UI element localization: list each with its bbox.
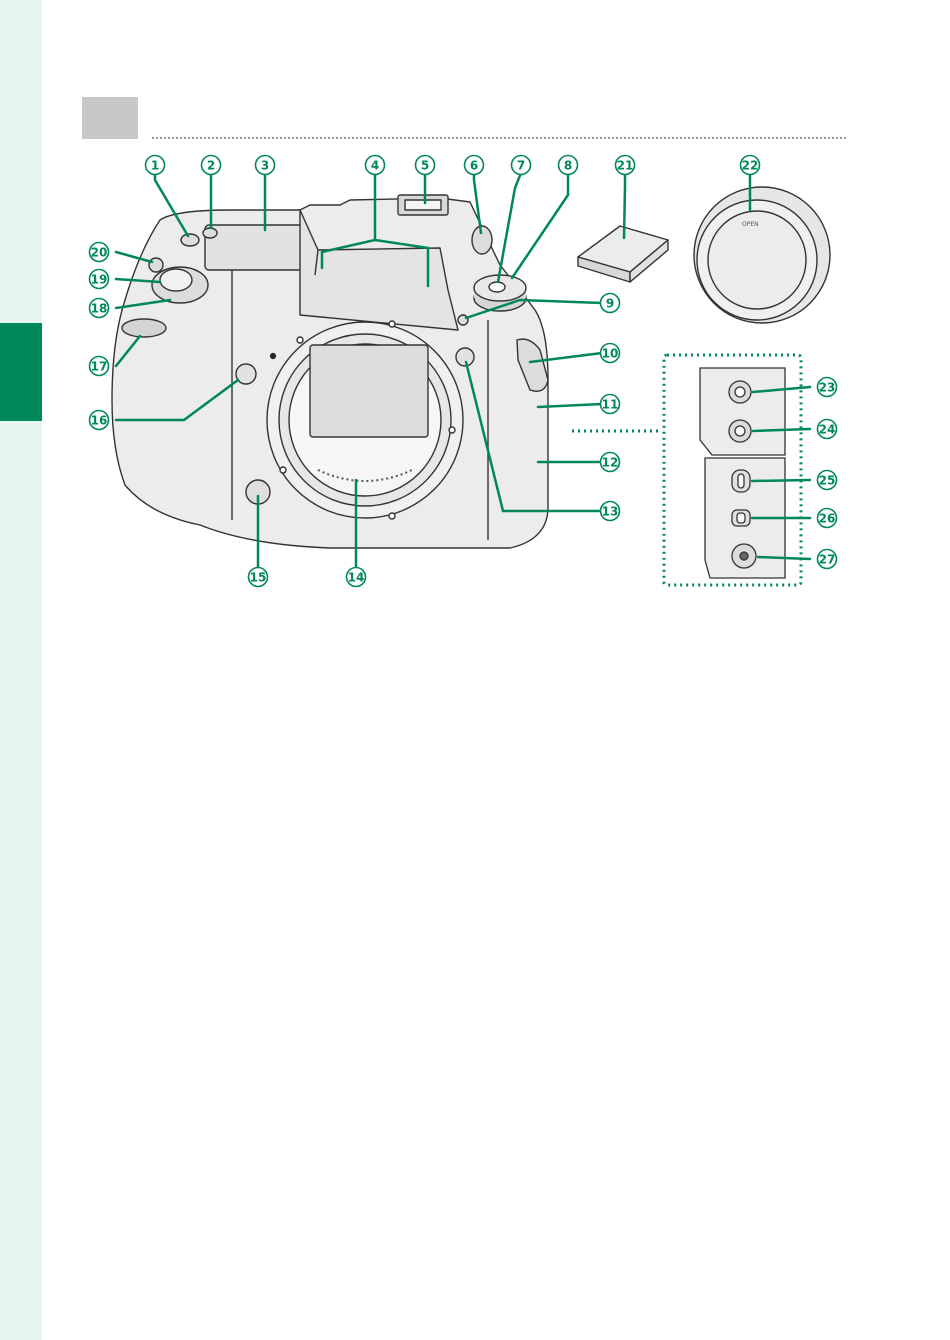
callout-26-label: 26 <box>819 512 836 526</box>
callout-17-label: 17 <box>91 360 108 374</box>
callout-8: 8 <box>559 156 578 175</box>
callout-27: 27 <box>818 550 837 569</box>
callout-8-label: 8 <box>564 159 572 173</box>
callout-22: 22 <box>741 156 760 175</box>
callout-24: 24 <box>818 420 837 439</box>
callout-6-label: 6 <box>470 159 478 173</box>
callout-10: 10 <box>601 344 620 363</box>
callout-7-label: 7 <box>517 159 525 173</box>
callout-10-label: 10 <box>602 347 619 361</box>
body-cap-open-text: OPEN <box>742 221 759 228</box>
callout-23: 23 <box>818 378 837 397</box>
callout-27-label: 27 <box>819 553 836 567</box>
callout-13: 13 <box>601 502 620 521</box>
callout-4: 4 <box>366 156 385 175</box>
callout-2-label: 2 <box>207 159 215 173</box>
callout-19-label: 19 <box>91 273 108 287</box>
callout-3: 3 <box>256 156 275 175</box>
callout-12-label: 12 <box>602 456 619 470</box>
callout-9: 9 <box>601 294 620 313</box>
callout-12: 12 <box>601 453 620 472</box>
callout-3-label: 3 <box>261 159 269 173</box>
callout-21: 21 <box>616 156 635 175</box>
callout-25: 25 <box>818 471 837 490</box>
callout-22-label: 22 <box>742 159 759 173</box>
callout-13-label: 13 <box>602 505 619 519</box>
body-cap <box>694 187 830 323</box>
callout-11: 11 <box>601 395 620 414</box>
callout-11-label: 11 <box>602 398 619 412</box>
callout-18-label: 18 <box>91 302 108 316</box>
callout-14: 14 <box>347 568 366 587</box>
callout-15: 15 <box>249 568 268 587</box>
callout-1: 1 <box>146 156 165 175</box>
camera-body <box>112 195 548 548</box>
callout-19: 19 <box>90 270 109 289</box>
callout-7: 7 <box>512 156 531 175</box>
callout-16-label: 16 <box>91 414 108 428</box>
callout-5-label: 5 <box>421 159 429 173</box>
callout-9-label: 9 <box>606 297 614 311</box>
callout-15-label: 15 <box>250 571 267 585</box>
callout-1-label: 1 <box>151 159 159 173</box>
callout-20: 20 <box>90 243 109 262</box>
callout-16: 16 <box>90 411 109 430</box>
callout-6: 6 <box>465 156 484 175</box>
callout-4-label: 4 <box>371 159 379 173</box>
callout-18: 18 <box>90 299 109 318</box>
callout-24-label: 24 <box>819 423 836 437</box>
callout-14-label: 14 <box>348 571 365 585</box>
callout-17: 17 <box>90 357 109 376</box>
callout-20-label: 20 <box>91 246 108 260</box>
callout-26: 26 <box>818 509 837 528</box>
callout-21-label: 21 <box>617 159 634 173</box>
callout-2: 2 <box>202 156 221 175</box>
callout-5: 5 <box>416 156 435 175</box>
callout-25-label: 25 <box>819 474 836 488</box>
callout-23-label: 23 <box>819 381 836 395</box>
